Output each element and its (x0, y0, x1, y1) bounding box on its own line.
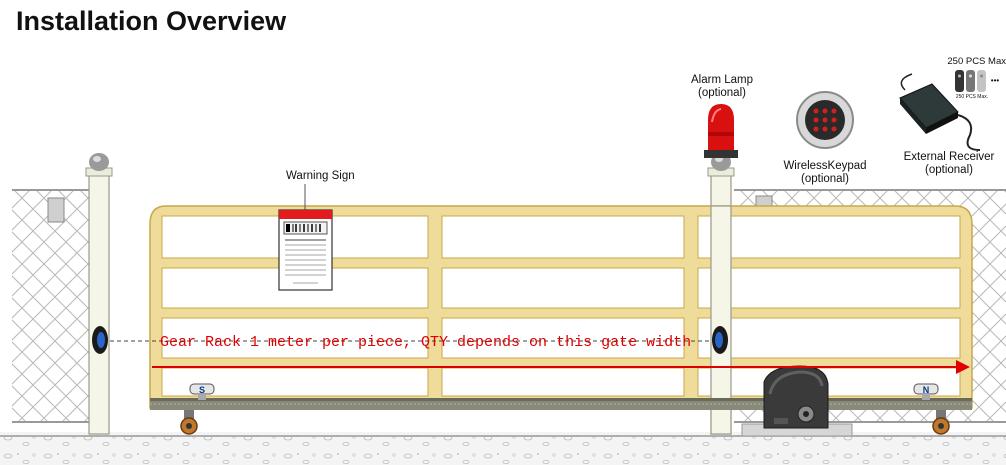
remote-more-label: ••• (990, 76, 1000, 85)
limit-switch-icon (913, 383, 939, 400)
page-title: Installation Overview (16, 6, 287, 36)
opening-direction-arrow (152, 360, 970, 374)
right-post-front (710, 205, 732, 435)
photocell-sensor-icon (92, 326, 108, 354)
ground (0, 432, 1006, 465)
warning-sign-label: Warning Sign (286, 170, 355, 182)
remote-control-icon (955, 70, 986, 92)
remote-max-small-label: 250 PCS Max. (955, 94, 989, 100)
wheel-icon (932, 410, 950, 435)
limit-switch-left-label: S (199, 385, 205, 395)
receiver-optional: (optional) (925, 164, 973, 176)
limit-switch-right-label: N (923, 385, 930, 395)
receiver-label: External Receiver (optional) (896, 151, 1002, 177)
receiver-title: External Receiver (903, 151, 995, 163)
gear-rack (150, 398, 972, 410)
wheel-icon (180, 410, 198, 435)
receiver-icon (899, 73, 981, 151)
keypad-label: WirelessKeypad (optional) (775, 160, 875, 186)
alarm-lamp-icon (704, 104, 738, 158)
keypad-icon (796, 91, 854, 149)
left-gate-post (85, 153, 113, 435)
keypad-optional: (optional) (801, 173, 849, 185)
alarm-lamp-optional: (optional) (698, 87, 746, 99)
alarm-lamp-title: Alarm Lamp (691, 74, 753, 86)
gear-rack-note: Gear Rack 1 meter per piece, QTY depends… (160, 334, 692, 351)
remote-max-label: 250 PCS Max (947, 56, 1006, 67)
gate-motor-icon (763, 365, 829, 429)
sliding-gate (149, 205, 973, 409)
keypad-title: WirelessKeypad (783, 160, 867, 172)
alarm-lamp-label: Alarm Lamp (optional) (678, 74, 766, 100)
left-fence (12, 189, 92, 423)
photocell-sensor-icon (712, 326, 728, 354)
left-fence-bracket (47, 197, 65, 223)
warning-sign-icon (278, 184, 333, 291)
limit-switch-icon (189, 383, 215, 400)
